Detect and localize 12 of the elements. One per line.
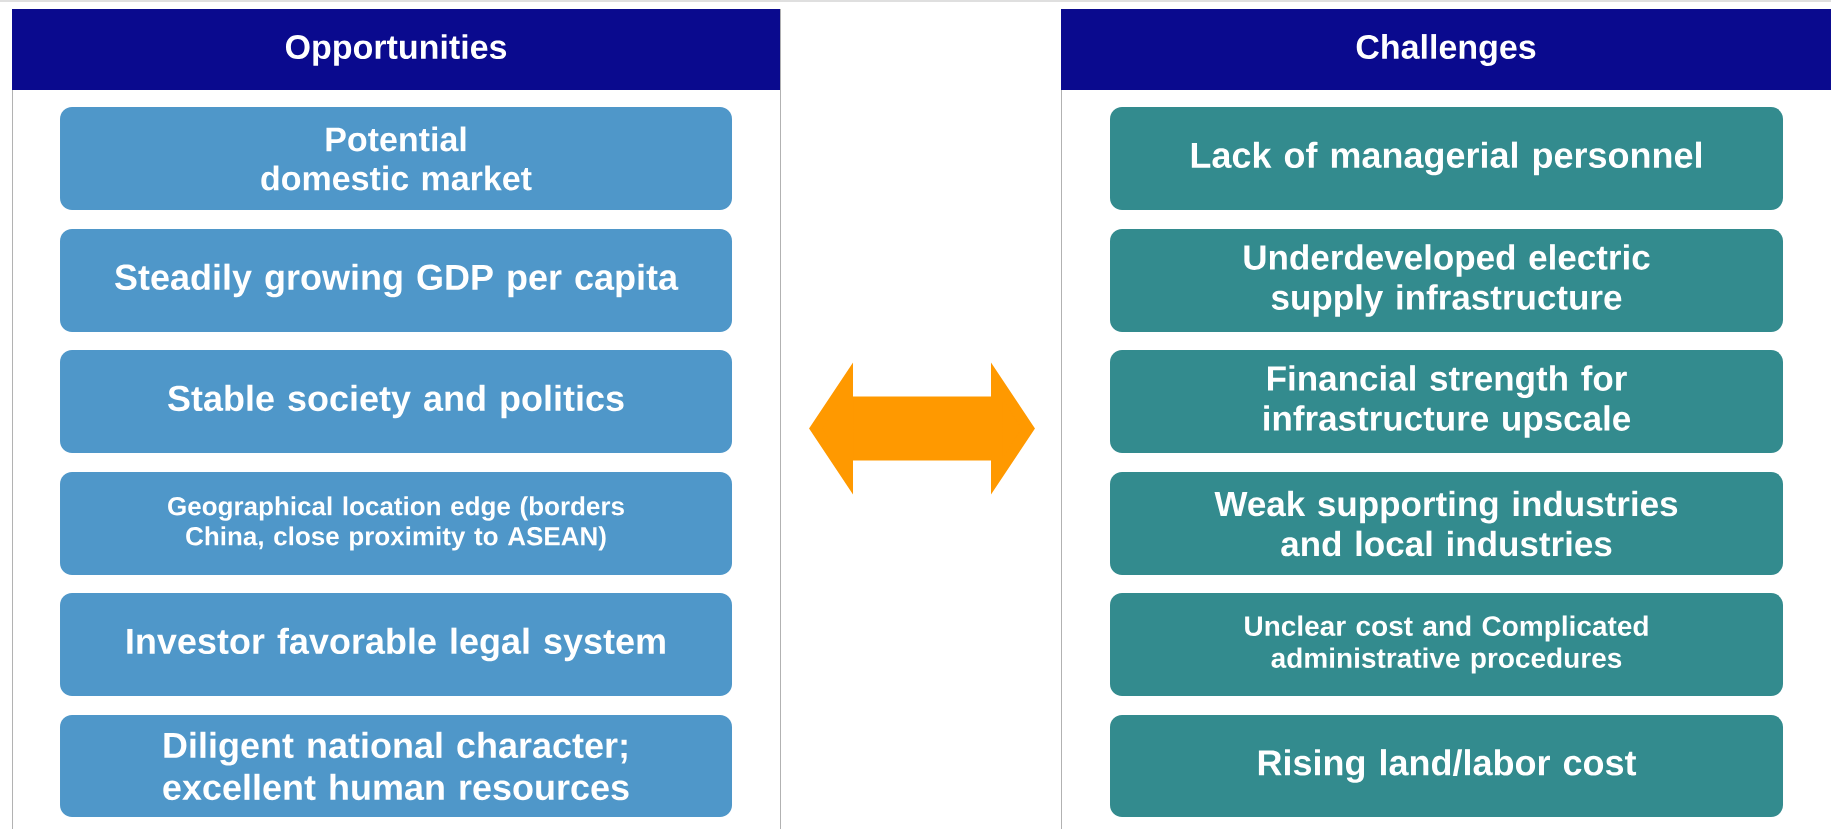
text-box: Steadily growing GDP per capita xyxy=(60,229,732,332)
text-box: Geographical location edge (borders China, close proximity to ASEAN) xyxy=(60,472,732,575)
text-box: Underdeveloped electric supply infrastructure xyxy=(1110,229,1783,332)
text-box: Weak supporting industries and local industries xyxy=(1110,472,1783,575)
text-box: Stable society and politics xyxy=(60,350,732,453)
text-box: Unclear cost and Complicated administrative procedures xyxy=(1110,593,1783,696)
text-box: Financial strength for infrastructure upscale xyxy=(1110,350,1783,453)
text-box: Investor favorable legal system xyxy=(60,593,732,696)
text-box: Rising land/labor cost xyxy=(1110,715,1783,817)
text-box: Lack of managerial personnel xyxy=(1110,107,1783,210)
text-box: Diligent national character; excellent human resources xyxy=(60,715,732,817)
text-box: Potential domestic market xyxy=(60,107,732,210)
